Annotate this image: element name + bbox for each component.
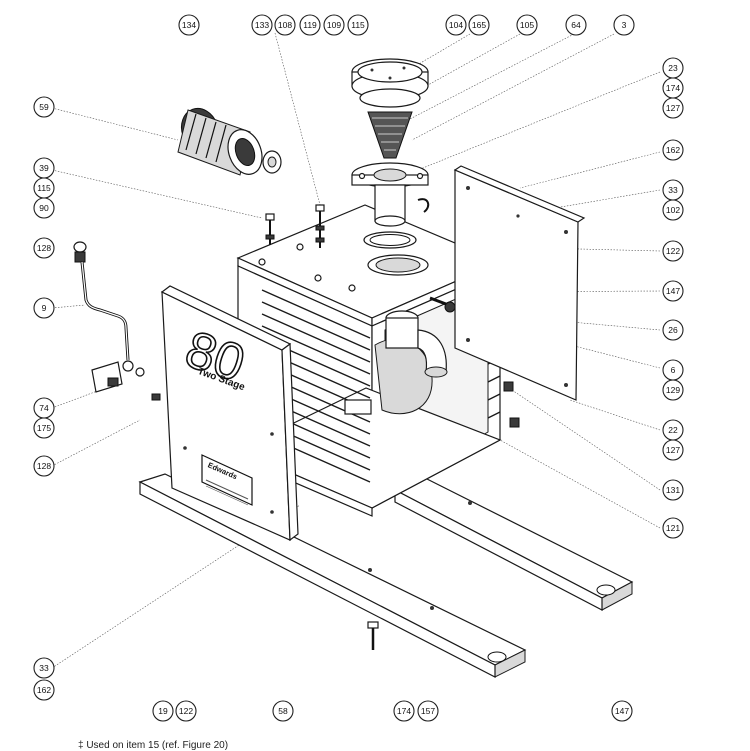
svg-text:127: 127 — [666, 445, 680, 455]
svg-text:122: 122 — [666, 246, 680, 256]
right-side-cover — [453, 165, 586, 401]
svg-text:58: 58 — [278, 706, 288, 716]
svg-text:115: 115 — [37, 183, 51, 193]
svg-text:90: 90 — [39, 203, 49, 213]
svg-text:133: 133 — [255, 20, 269, 30]
svg-text:19: 19 — [158, 706, 168, 716]
callout-105: 105 — [516, 14, 538, 36]
callout-22: 22 — [662, 419, 684, 441]
callout-33-right: 33 — [662, 179, 684, 201]
svg-text:157: 157 — [421, 706, 435, 716]
svg-text:134: 134 — [182, 20, 196, 30]
callout-162-right: 162 — [662, 139, 684, 161]
callout-174-bottom: 174 — [393, 700, 415, 722]
svg-text:39: 39 — [39, 163, 49, 173]
svg-text:74: 74 — [39, 403, 49, 413]
callout-59: 59 — [33, 96, 55, 118]
callout-58: 58 — [272, 700, 294, 722]
callout-26: 26 — [662, 319, 684, 341]
callout-127-right: 127 — [662, 439, 684, 461]
callout-165: 165 — [468, 14, 490, 36]
base-frame — [138, 473, 634, 678]
svg-text:115: 115 — [351, 20, 365, 30]
callout-23: 23 — [662, 57, 684, 79]
callout-121: 121 — [662, 517, 684, 539]
svg-text:59: 59 — [39, 102, 49, 112]
svg-text:104: 104 — [449, 20, 463, 30]
svg-text:127: 127 — [666, 103, 680, 113]
svg-text:6: 6 — [671, 365, 676, 375]
svg-text:102: 102 — [666, 205, 680, 215]
callout-108: 108 — [274, 14, 296, 36]
callout-147-bottom: 147 — [611, 700, 633, 722]
front-panel: 80 Two Stage Edwards — [160, 285, 299, 542]
svg-text:131: 131 — [666, 485, 680, 495]
callout-33-left: 33 — [33, 657, 55, 679]
svg-text:33: 33 — [39, 663, 49, 673]
callout-9: 9 — [33, 297, 55, 319]
callout-127-top: 127 — [662, 97, 684, 119]
svg-text:174: 174 — [666, 83, 680, 93]
svg-text:147: 147 — [615, 706, 629, 716]
callout-157: 157 — [417, 700, 439, 722]
svg-text:33: 33 — [668, 185, 678, 195]
svg-text:175: 175 — [37, 423, 51, 433]
callout-64: 64 — [565, 14, 587, 36]
svg-text:147: 147 — [666, 286, 680, 296]
svg-text:3: 3 — [622, 20, 627, 30]
svg-text:26: 26 — [668, 325, 678, 335]
callout-115-left: 115 — [33, 177, 55, 199]
svg-text:128: 128 — [37, 461, 51, 471]
callout-102: 102 — [662, 199, 684, 221]
callout-122-right: 122 — [662, 240, 684, 262]
callout-175: 175 — [33, 417, 55, 439]
svg-text:122: 122 — [179, 706, 193, 716]
motor-assembly — [177, 107, 282, 176]
svg-text:121: 121 — [666, 523, 680, 533]
callout-104: 104 — [445, 14, 467, 36]
pump-mechanism — [344, 296, 516, 415]
svg-text:165: 165 — [472, 20, 486, 30]
callout-19: 19 — [152, 700, 174, 722]
callout-109: 109 — [323, 14, 345, 36]
callout-129: 129 — [662, 379, 684, 401]
oil-pipe-assembly — [73, 241, 145, 393]
svg-text:174: 174 — [397, 706, 411, 716]
callout-128-left: 128 — [33, 455, 55, 477]
svg-text:22: 22 — [668, 425, 678, 435]
svg-text:129: 129 — [666, 385, 680, 395]
callout-162-left: 162 — [33, 679, 55, 701]
callout-74: 74 — [33, 397, 55, 419]
callout-3: 3 — [613, 14, 635, 36]
callout-147-right: 147 — [662, 280, 684, 302]
callout-115-top: 115 — [347, 14, 369, 36]
callout-39: 39 — [33, 157, 55, 179]
fasteners — [151, 204, 520, 650]
svg-text:128: 128 — [37, 243, 51, 253]
callout-90: 90 — [33, 197, 55, 219]
svg-text:64: 64 — [571, 20, 581, 30]
callout-119: 119 — [299, 14, 321, 36]
callout-131: 131 — [662, 479, 684, 501]
callout-134: 134 — [178, 14, 200, 36]
callout-174-right: 174 — [662, 77, 684, 99]
svg-text:162: 162 — [666, 145, 680, 155]
callout-balloons: 134 133 108 119 109 115 104 165 105 64 3… — [33, 14, 684, 722]
inlet-assembly — [351, 58, 430, 249]
callout-133: 133 — [251, 14, 273, 36]
footnote: ‡ Used on item 15 (ref. Figure 20) — [78, 740, 229, 751]
svg-text:23: 23 — [668, 63, 678, 73]
callout-6: 6 — [662, 359, 684, 381]
svg-text:105: 105 — [520, 20, 534, 30]
callout-122-bottom: 122 — [175, 700, 197, 722]
callout-128-top: 128 — [33, 237, 55, 259]
svg-text:109: 109 — [327, 20, 341, 30]
svg-text:9: 9 — [42, 303, 47, 313]
svg-text:108: 108 — [278, 20, 292, 30]
svg-text:119: 119 — [303, 20, 317, 30]
svg-text:162: 162 — [37, 685, 51, 695]
